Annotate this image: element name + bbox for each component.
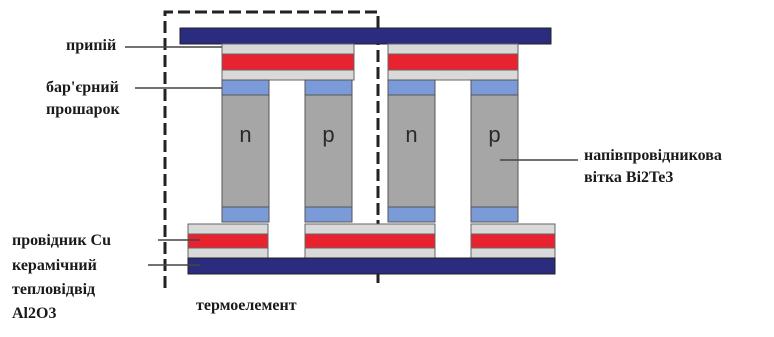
semiconductor-body: [304, 94, 353, 208]
leg-type-label: n: [239, 122, 251, 147]
barrier-layer-top: [387, 79, 436, 96]
label-barrier-line2: прошарок: [46, 101, 120, 118]
label-thermoelement: термоелемент: [196, 297, 297, 314]
semiconductor-body: [387, 94, 436, 208]
top-ceramic-plate: [179, 27, 552, 45]
leg-n-1: n: [221, 79, 270, 223]
semiconductor-body: [470, 94, 519, 208]
label-ceramic-line1: керамічний: [12, 257, 97, 274]
label-leg-line1: напівпровідникова: [584, 147, 722, 164]
semiconductor-body: [221, 94, 270, 208]
leg-n-3: n: [387, 79, 436, 223]
bottom-conductor-right: [470, 223, 556, 259]
leg-type-label: p: [322, 122, 334, 147]
top-conductor-left: [221, 43, 355, 81]
barrier-layer-top: [470, 79, 519, 96]
barrier-layer-top: [221, 79, 270, 96]
bottom-conductor-middle: [304, 223, 436, 259]
leader-lines: [125, 46, 578, 266]
label-ceramic-line2: тепловідвід: [12, 281, 96, 298]
bottom-conductor-left: [187, 223, 269, 259]
label-ceramic-line3: Al2O3: [12, 305, 57, 322]
leg-type-label: p: [488, 122, 500, 147]
barrier-layer-bottom: [470, 206, 519, 223]
thermoelement-boundary: [163, 10, 380, 288]
barrier-layer-top: [304, 79, 353, 96]
leg-p-4: p: [470, 79, 519, 223]
leg-p-2: p: [304, 79, 353, 223]
top-conductor-right: [387, 43, 519, 81]
bottom-ceramic-plate: [187, 257, 556, 275]
label-solder: припій: [66, 37, 117, 54]
barrier-layer-bottom: [221, 206, 270, 223]
barrier-layer-bottom: [387, 206, 436, 223]
label-conductor: провідник Cu: [12, 232, 112, 249]
label-leg-line2: вітка Bi2Te3: [584, 169, 674, 186]
label-barrier-line1: бар'єрний: [46, 79, 119, 96]
leg-type-label: n: [405, 122, 417, 147]
barrier-layer-bottom: [304, 206, 353, 223]
